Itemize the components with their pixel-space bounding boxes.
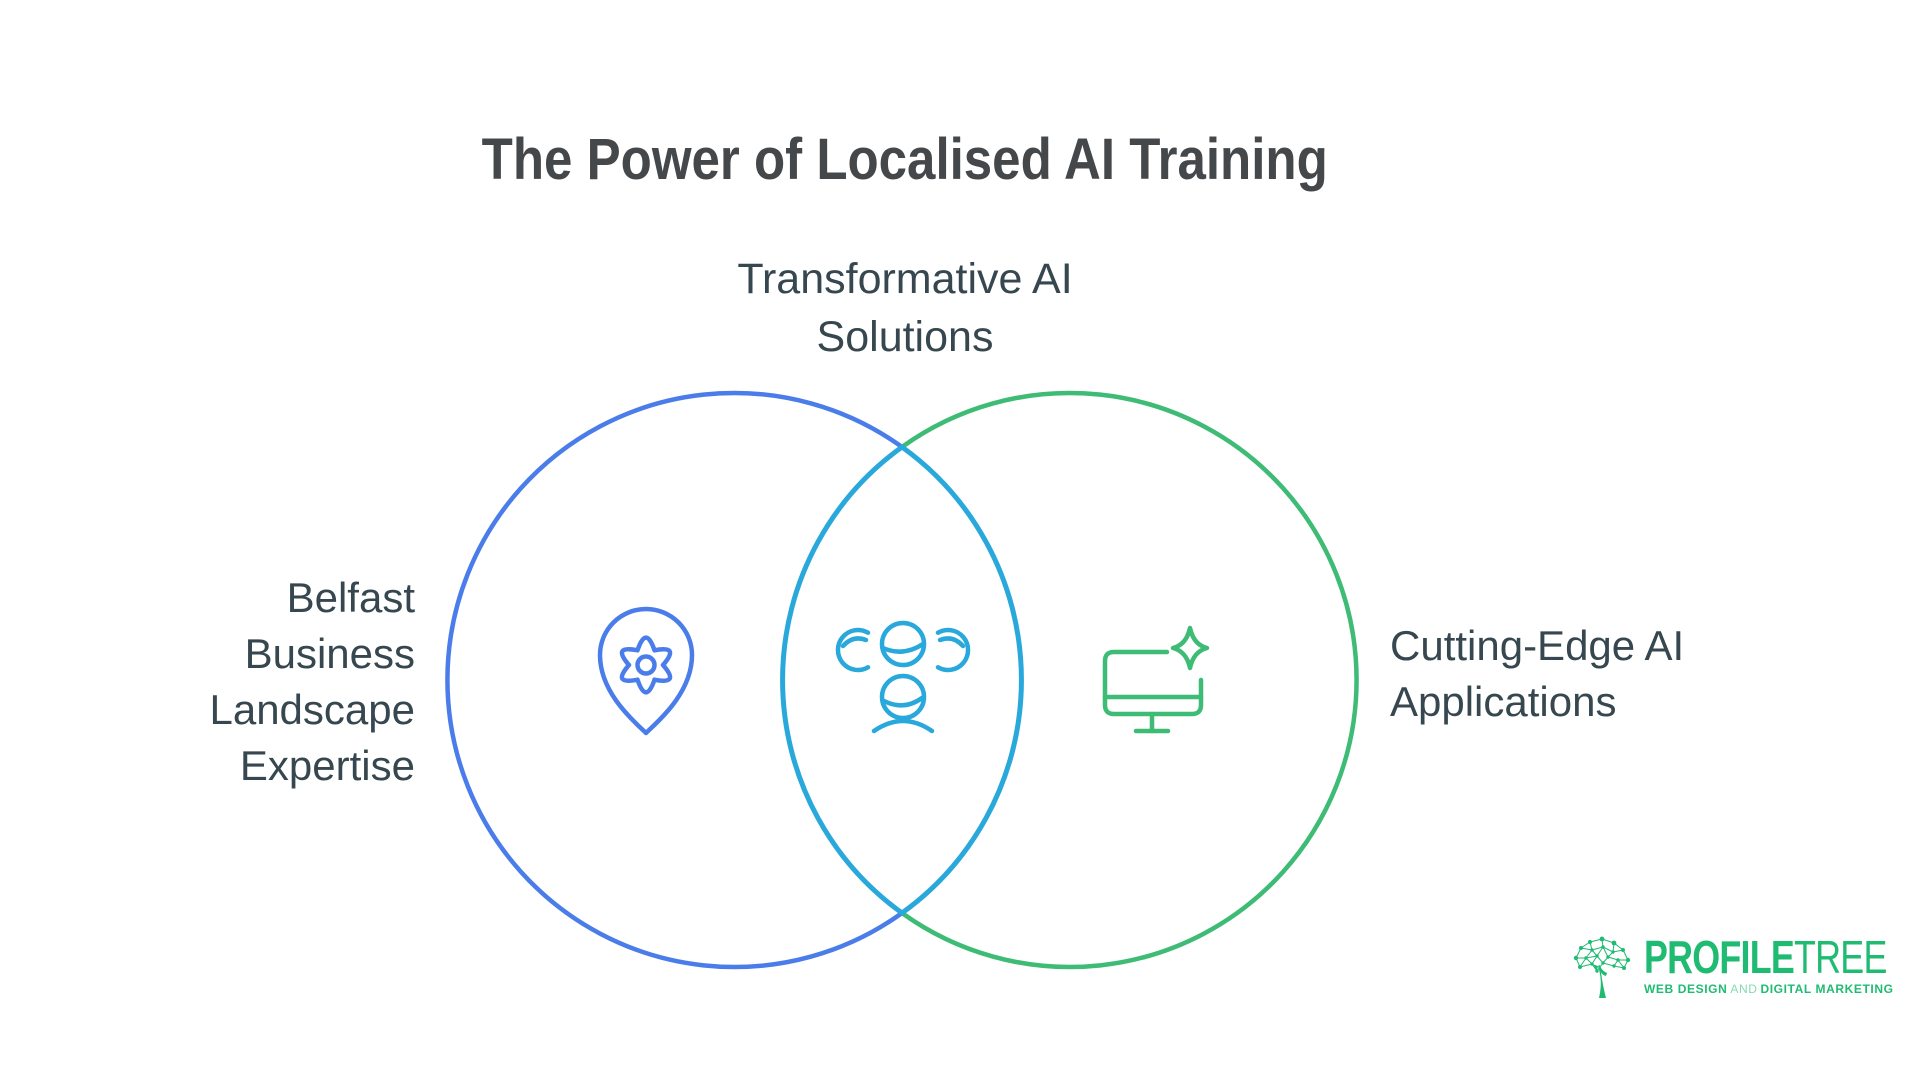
monitor-sparkle-icon	[1102, 625, 1210, 734]
page-title-text: The Power of Localised AI Training	[481, 127, 1329, 192]
right-label-line1: Cutting-Edge AI	[1390, 622, 1685, 669]
people-group-icon	[835, 620, 971, 734]
intersection-label-line2: Solutions	[816, 313, 994, 361]
overlap-left-arc	[780, 444, 905, 916]
overlap-right-arc	[899, 444, 1024, 916]
intersection-label-line1: Transformative AI	[737, 255, 1073, 303]
left-label-line3: Landscape	[209, 686, 415, 733]
left-circle-outline	[445, 390, 905, 970]
left-label-line4: Expertise	[239, 742, 415, 789]
tagline-web-design: WEB DESIGN	[1644, 982, 1728, 996]
right-label-line2: Applications	[1390, 678, 1617, 725]
right-circle-outline	[899, 390, 1359, 970]
left-label-line1: Belfast	[286, 574, 415, 621]
page-title: The Power of Localised AI Training	[0, 126, 1810, 193]
left-label-line2: Business	[244, 630, 415, 677]
location-gear-icon	[597, 606, 695, 736]
brand-wordmark: PROFILETREE	[1644, 933, 1887, 981]
brand-primary: PROFILE	[1644, 931, 1795, 983]
left-circle-label: Belfast Business Landscape Expertise	[0, 570, 415, 794]
tree-network-icon	[1573, 936, 1631, 998]
intersection-label: Transformative AI Solutions	[0, 250, 1810, 366]
tagline-digital-marketing: DIGITAL MARKETING	[1760, 982, 1894, 996]
right-circle-label: Cutting-Edge AI Applications	[1390, 618, 1810, 730]
brand-secondary: TREE	[1794, 931, 1887, 983]
tagline-and: AND	[1730, 982, 1758, 996]
